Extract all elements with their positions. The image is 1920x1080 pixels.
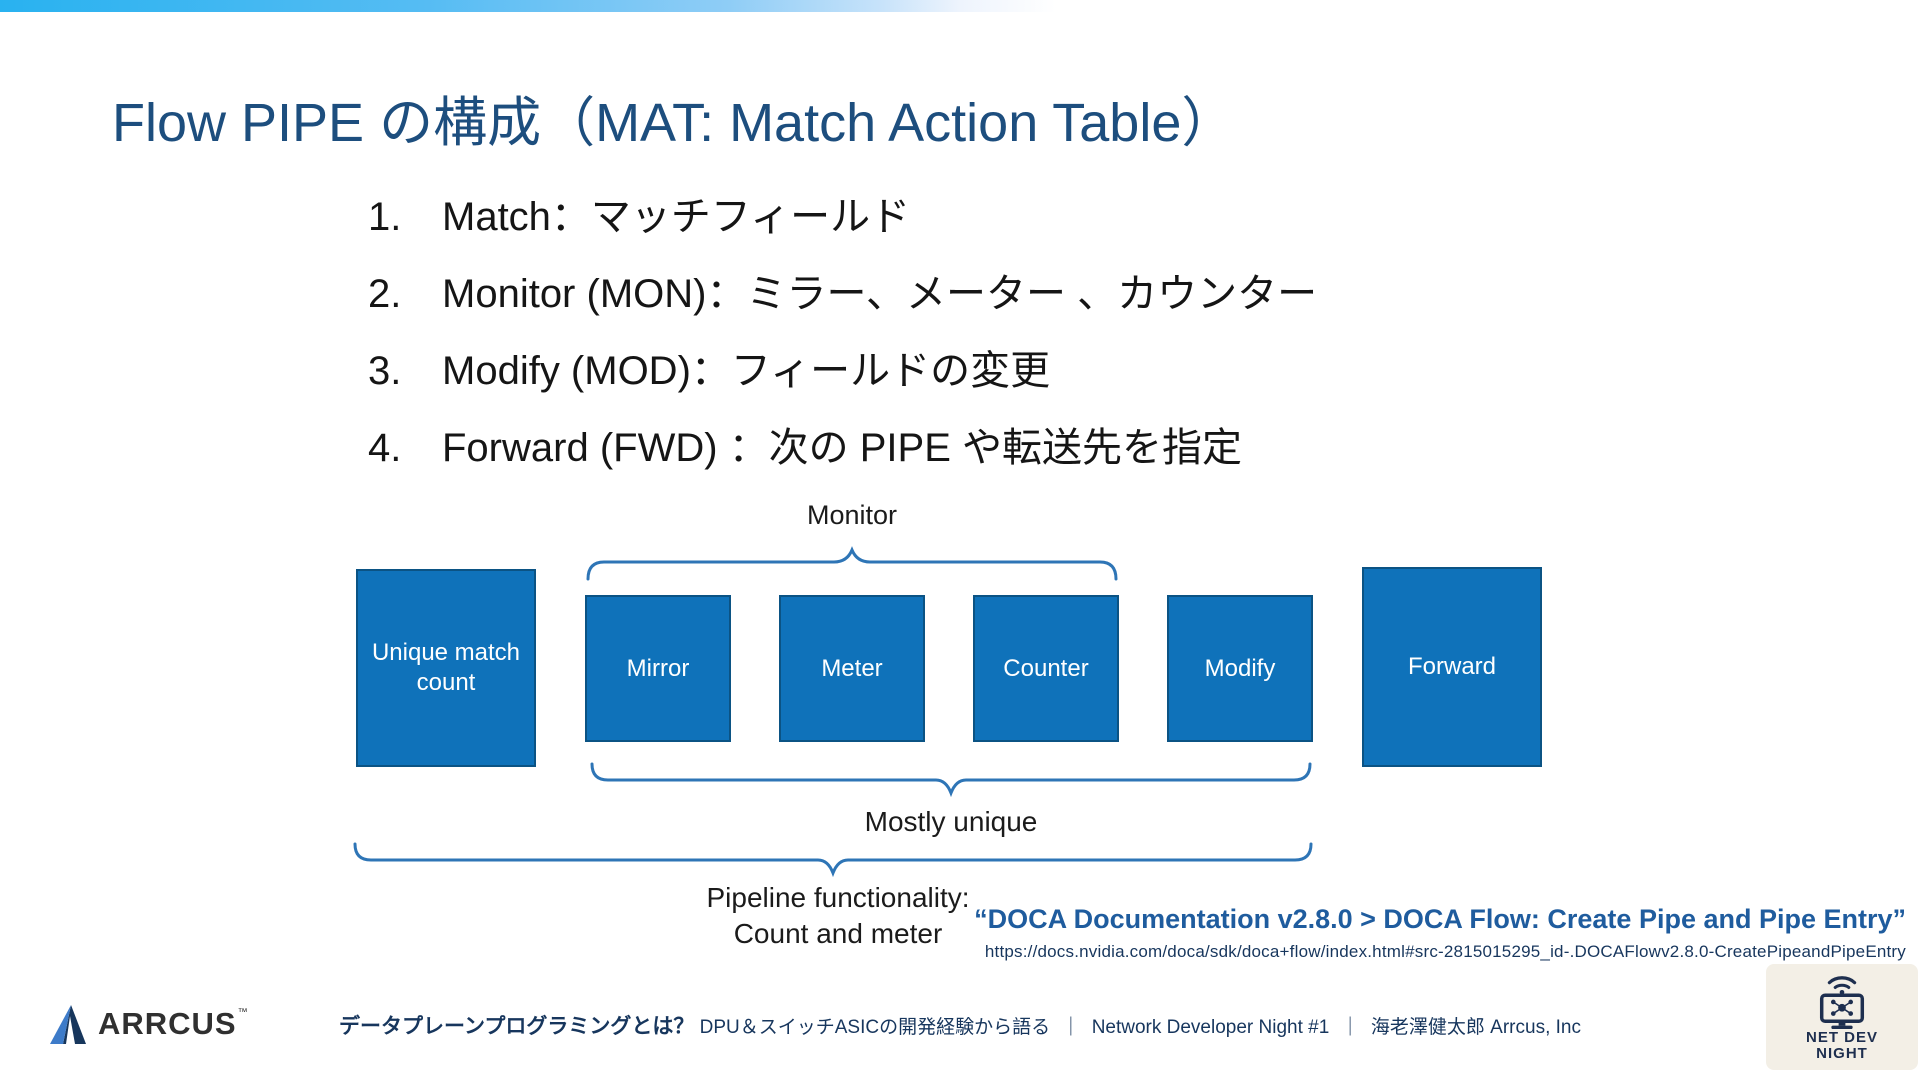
monitor-brace-label: Monitor bbox=[806, 500, 898, 530]
citation-block: “DOCA Documentation v2.8.0 > DOCA Flow: … bbox=[974, 904, 1906, 962]
pipeline-label-line1: Pipeline functionality: bbox=[706, 882, 970, 913]
citation-quote: “DOCA Documentation v2.8.0 > DOCA Flow: … bbox=[974, 904, 1906, 934]
action-type-list: 1. Match：マッチフィールド 2. Monitor (MON)：ミラー、メ… bbox=[368, 192, 1317, 500]
box-forward: Forward bbox=[1362, 567, 1542, 767]
mostly-unique-brace bbox=[590, 762, 1312, 798]
monitor-brace-path bbox=[586, 546, 1118, 581]
list-item-monitor: 2. Monitor (MON)：ミラー、メーター 、カウンター bbox=[368, 269, 1317, 319]
list-number: 3. bbox=[368, 349, 402, 393]
arrcus-logo-text: ARRCUS bbox=[98, 1006, 237, 1041]
box-counter: Counter bbox=[973, 595, 1119, 742]
box-unique-match-count: Unique match count bbox=[356, 569, 536, 767]
footer-event-name: Network Developer Night #1 bbox=[1091, 1017, 1330, 1038]
list-number: 4. bbox=[368, 426, 402, 470]
box-label: Mirror bbox=[626, 654, 690, 682]
badge-text-line1: NET DEV bbox=[1805, 1029, 1878, 1046]
pipeline-brace-path bbox=[353, 842, 1313, 878]
arrcus-trademark: ™ bbox=[237, 1006, 248, 1018]
pipeline-label-line2: Count and meter bbox=[733, 918, 943, 949]
box-label: Modify bbox=[1204, 654, 1276, 682]
network-monitor-icon bbox=[1819, 976, 1865, 1030]
box-meter: Meter bbox=[779, 595, 925, 742]
list-text: Monitor (MON)：ミラー、メーター 、カウンター bbox=[442, 272, 1318, 316]
list-item-modify: 3. Modify (MOD)：フィールドの変更 bbox=[368, 346, 1317, 396]
box-modify: Modify bbox=[1167, 595, 1313, 742]
box-label: Meter bbox=[821, 654, 883, 682]
slide-title: Flow PIPE の構成（MAT: Match Action Table） bbox=[112, 93, 1236, 153]
mostly-unique-label: Mostly unique bbox=[864, 806, 1038, 837]
list-item-match: 1. Match：マッチフィールド bbox=[368, 192, 1317, 242]
top-accent-bar bbox=[0, 0, 1920, 12]
arrcus-logo: ARRCUS ™ bbox=[46, 1004, 248, 1044]
net-dev-night-badge: NET DEV NIGHT bbox=[1766, 964, 1918, 1070]
monitor-brace bbox=[586, 546, 1118, 581]
box-label: Forward bbox=[1407, 653, 1497, 680]
list-text: Forward (FWD) ：次の PIPE や転送先を指定 bbox=[442, 426, 1243, 470]
citation-url: https://docs.nvidia.com/doca/sdk/doca+fl… bbox=[984, 942, 1906, 961]
badge-text-line2: NIGHT bbox=[1816, 1045, 1868, 1062]
footer-lecture-title: データプレーンプログラミングとは？ bbox=[339, 1015, 695, 1038]
arrcus-mark-light-triangle bbox=[50, 1005, 71, 1044]
arrcus-mark-notch bbox=[66, 1016, 75, 1044]
footer-separator: ｜ bbox=[1340, 1017, 1360, 1038]
box-mirror: Mirror bbox=[585, 595, 731, 742]
list-item-forward: 4. Forward (FWD) ：次の PIPE や転送先を指定 bbox=[368, 423, 1317, 473]
footer-author: 海老澤健太郎 Arrcus, Inc bbox=[1370, 1017, 1581, 1038]
footer-separator: ｜ bbox=[1061, 1017, 1081, 1038]
list-number: 2. bbox=[368, 272, 402, 316]
mostly-unique-brace-path bbox=[590, 762, 1312, 798]
pipeline-functionality-label: Pipeline functionality: Count and meter bbox=[706, 880, 969, 952]
box-label: Unique match count bbox=[371, 639, 521, 696]
footer-lecture-subtitle: DPU＆スイッチASICの開発経験から語る bbox=[699, 1017, 1051, 1038]
box-label: Counter bbox=[1003, 654, 1089, 682]
pipeline-brace bbox=[353, 842, 1313, 878]
list-number: 1. bbox=[368, 195, 402, 239]
list-text: Modify (MOD)：フィールドの変更 bbox=[442, 349, 1051, 393]
arrcus-logo-mark bbox=[50, 1005, 86, 1044]
footer-credit-line: データプレーンプログラミングとは？ DPU＆スイッチASICの開発経験から語る … bbox=[0, 1014, 1920, 1041]
list-text: Match：マッチフィールド bbox=[442, 195, 911, 239]
